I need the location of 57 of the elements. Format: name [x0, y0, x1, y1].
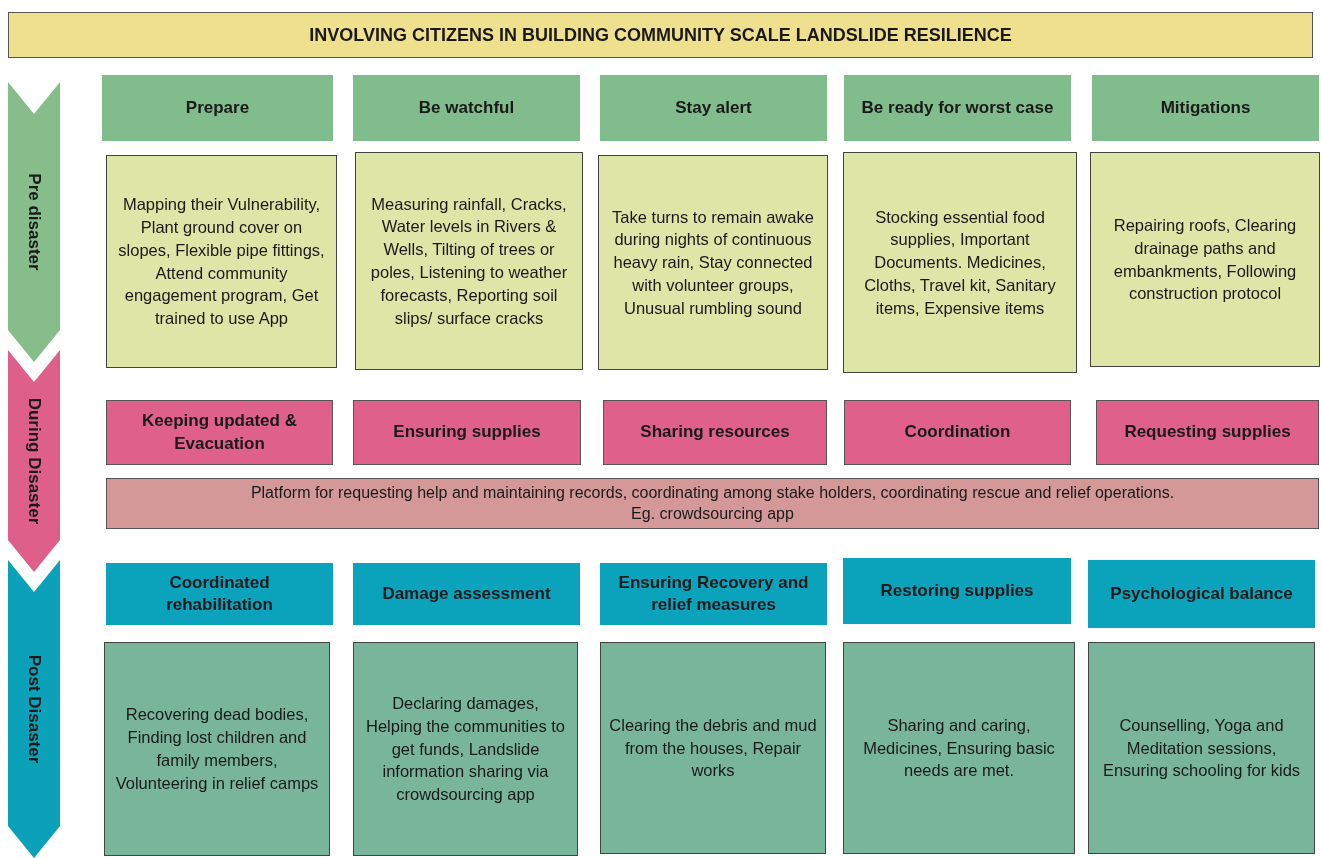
action-text: Clearing the debris and mud from the houses, Repair works: [609, 714, 817, 782]
action-text: Sharing and caring, Medicines, Ensuring basic needs are met.: [862, 714, 1056, 782]
stage-heading-box: [600, 75, 827, 141]
stage-heading-box: [353, 400, 581, 465]
action-box: [106, 155, 337, 368]
heading-text: Be ready for worst case: [861, 96, 1054, 119]
phase-label: Pre disaster: [24, 173, 44, 271]
heading-text: Restoring supplies: [880, 579, 1034, 602]
action-text: Mapping their Vulnerability, Plant ground cover on slopes, Flexible pipe fittings, Attend community engagement program, Get trained to use App: [117, 194, 326, 330]
stage-heading-box: [353, 75, 580, 141]
stage-heading-box: [844, 400, 1071, 465]
heading-text: Requesting supplies: [1124, 421, 1291, 444]
stage-heading-box: [1088, 560, 1315, 628]
action-text: Measuring rainfall, Cracks, Water levels in Rivers & Wells, Tilting of trees or poles, Listening to weather forecasts, Reporting soil slips/ surface cracks: [369, 193, 569, 329]
action-box: [843, 152, 1077, 373]
phase-label: Post Disaster: [24, 654, 44, 764]
stage-heading-box: [353, 563, 580, 625]
heading-text: Keeping updated & Evacuation: [141, 410, 298, 455]
action-box: [1088, 642, 1315, 854]
action-text: Repairing roofs, Clearing drainage paths and embankments, Following construction protocol: [1112, 214, 1298, 305]
stage-heading-box: [1092, 75, 1319, 141]
stage-heading-box: [844, 75, 1071, 141]
heading-text: Stay alert: [675, 96, 752, 119]
heading-text: Coordinated rehabilitation: [165, 571, 274, 616]
title-text: INVOLVING CITIZENS IN BUILDING COMMUNITY SCALE LANDSLIDE RESILIENCE: [309, 24, 1012, 46]
action-box: [355, 152, 583, 370]
stage-heading-box: [102, 75, 333, 141]
platform-text: Eg. crowdsourcing app: [631, 503, 794, 524]
heading-text: Ensuring Recovery and relief measures: [617, 571, 810, 616]
action-box: [104, 642, 330, 856]
platform-banner: [106, 478, 1319, 529]
heading-text: Sharing resources: [640, 421, 790, 444]
platform-text: Platform for requesting help and maintaining records, coordinating among stake holders, coordinating rescue and relief operations.: [250, 482, 1175, 503]
action-text: Counselling, Yoga and Meditation sessions, Ensuring schooling for kids: [1101, 714, 1302, 782]
heading-text: Damage assessment: [382, 582, 551, 605]
heading-text: Psychological balance: [1110, 582, 1293, 605]
heading-text: Coordination: [904, 421, 1011, 444]
stage-heading-box: [600, 563, 827, 625]
action-text: Recovering dead bodies, Finding lost children and family members, Volunteering in relief camps: [114, 704, 320, 794]
stage-heading-box: [603, 400, 827, 465]
action-text: Declaring damages, Helping the communities to get funds, Landslide information sharing via crowdsourcing app: [365, 693, 566, 806]
stage-heading-box: [106, 400, 333, 465]
stage-heading-box: [106, 563, 333, 625]
heading-text: Be watchful: [418, 96, 515, 119]
heading-text: Prepare: [185, 96, 250, 119]
heading-text: Mitigations: [1160, 96, 1251, 119]
action-box: [1090, 152, 1320, 367]
heading-text: Ensuring supplies: [393, 421, 541, 444]
action-box: [600, 642, 826, 854]
action-text: Take turns to remain awake during nights of continuous heavy rain, Stay connected with volunteer groups, Unusual rumbling sound: [611, 206, 815, 319]
action-box: [843, 642, 1075, 854]
action-box: [598, 155, 828, 370]
phase-label: During Disaster: [24, 397, 44, 525]
action-text: Stocking essential food supplies, Important Documents. Medicines, Cloths, Travel kit, Sanitary items, Expensive items: [863, 206, 1057, 319]
action-box: [353, 642, 578, 856]
stage-heading-box: [1096, 400, 1319, 465]
stage-heading-box: [843, 558, 1071, 624]
